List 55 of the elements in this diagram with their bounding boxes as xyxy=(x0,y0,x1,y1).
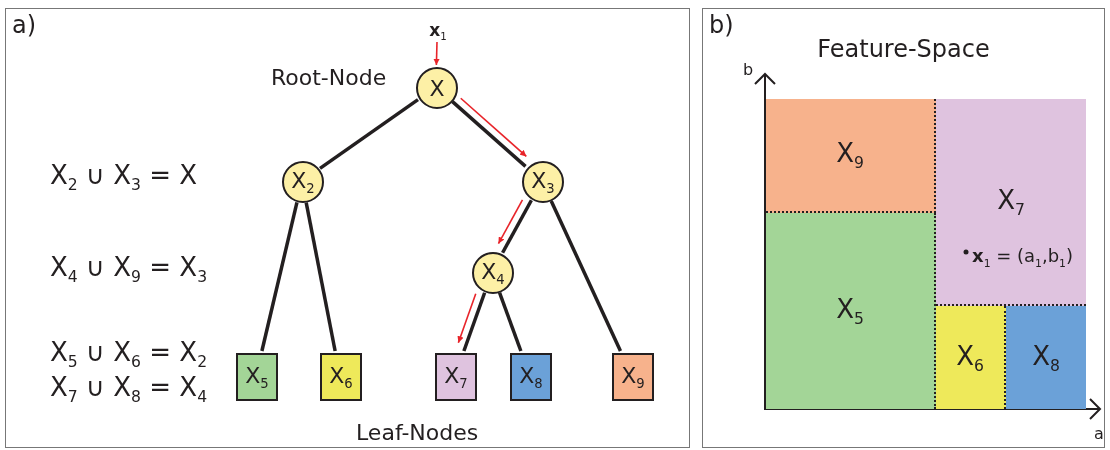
point-label: x$_{1}$ = (a$_{1}$,b$_{1}$) xyxy=(972,245,1073,270)
panel-frame xyxy=(5,8,690,448)
connector-line xyxy=(549,200,623,352)
node-label: X$_{8}$ xyxy=(518,362,544,392)
tree-node-circle xyxy=(282,161,324,203)
connector-line xyxy=(462,292,487,352)
node-label: X$_{9}$ xyxy=(835,137,865,173)
connector-line xyxy=(451,100,527,168)
connector-line xyxy=(497,292,523,352)
leaf-node-box xyxy=(612,353,654,401)
connector-line xyxy=(304,202,337,352)
connector-line xyxy=(501,199,533,254)
panel-title: Feature-Space xyxy=(816,35,991,63)
connector-line xyxy=(319,98,419,170)
set-equation: X$_{4}$ ∪ X$_{9}$ = X$_{3}$ xyxy=(50,252,208,287)
node-label: X xyxy=(428,75,446,101)
node-label: X$_{7}$ xyxy=(996,184,1026,219)
tree-node-circle xyxy=(472,252,514,294)
panel-label: a) xyxy=(12,11,37,39)
node-label: X$_{4}$ xyxy=(480,258,506,288)
set-equation: X$_{2}$ ∪ X$_{3}$ = X xyxy=(50,160,198,195)
leaf-node-box xyxy=(320,353,362,401)
leaf-node-box xyxy=(435,353,477,401)
caption-text: Leaf-Nodes xyxy=(356,420,479,445)
node-label: X$_{2}$ xyxy=(290,167,316,197)
set-equation: X$_{5}$ ∪ X$_{6}$ = X$_{2}$ xyxy=(50,337,208,372)
node-label: X$_{5}$ xyxy=(835,293,865,329)
node-label: X$_{6}$ xyxy=(328,362,354,392)
node-label: X$_{5}$ xyxy=(244,362,270,392)
panel-label: b) xyxy=(709,11,734,39)
node-label: X$_{8}$ xyxy=(1031,340,1061,375)
node-label: X$_{7}$ xyxy=(443,362,469,392)
arrow xyxy=(459,97,528,158)
arrow xyxy=(457,293,477,344)
panel-frame xyxy=(702,8,1105,448)
node-caption: Root-Node xyxy=(271,65,387,90)
feature-region xyxy=(1006,306,1086,409)
connector-line xyxy=(260,202,299,352)
tree-node-circle xyxy=(416,67,458,109)
tree-node-circle xyxy=(522,161,564,203)
axis-label: b xyxy=(743,60,754,79)
feature-region xyxy=(936,306,1006,409)
feature-region xyxy=(766,213,936,409)
node-label: X$_{6}$ xyxy=(955,340,985,375)
arrow xyxy=(433,41,440,66)
arrow xyxy=(497,199,524,245)
leaf-node-box xyxy=(510,353,552,401)
feature-region xyxy=(936,99,1086,306)
node-label: X$_{9}$ xyxy=(620,362,646,392)
set-equation: X$_{7}$ ∪ X$_{8}$ = X$_{4}$ xyxy=(50,372,208,407)
node-label: x$_{1}$ xyxy=(428,19,448,43)
node-label: X$_{3}$ xyxy=(530,167,556,197)
axis-label: a xyxy=(1094,424,1104,443)
leaf-node-box xyxy=(236,353,278,401)
feature-region xyxy=(766,99,936,213)
